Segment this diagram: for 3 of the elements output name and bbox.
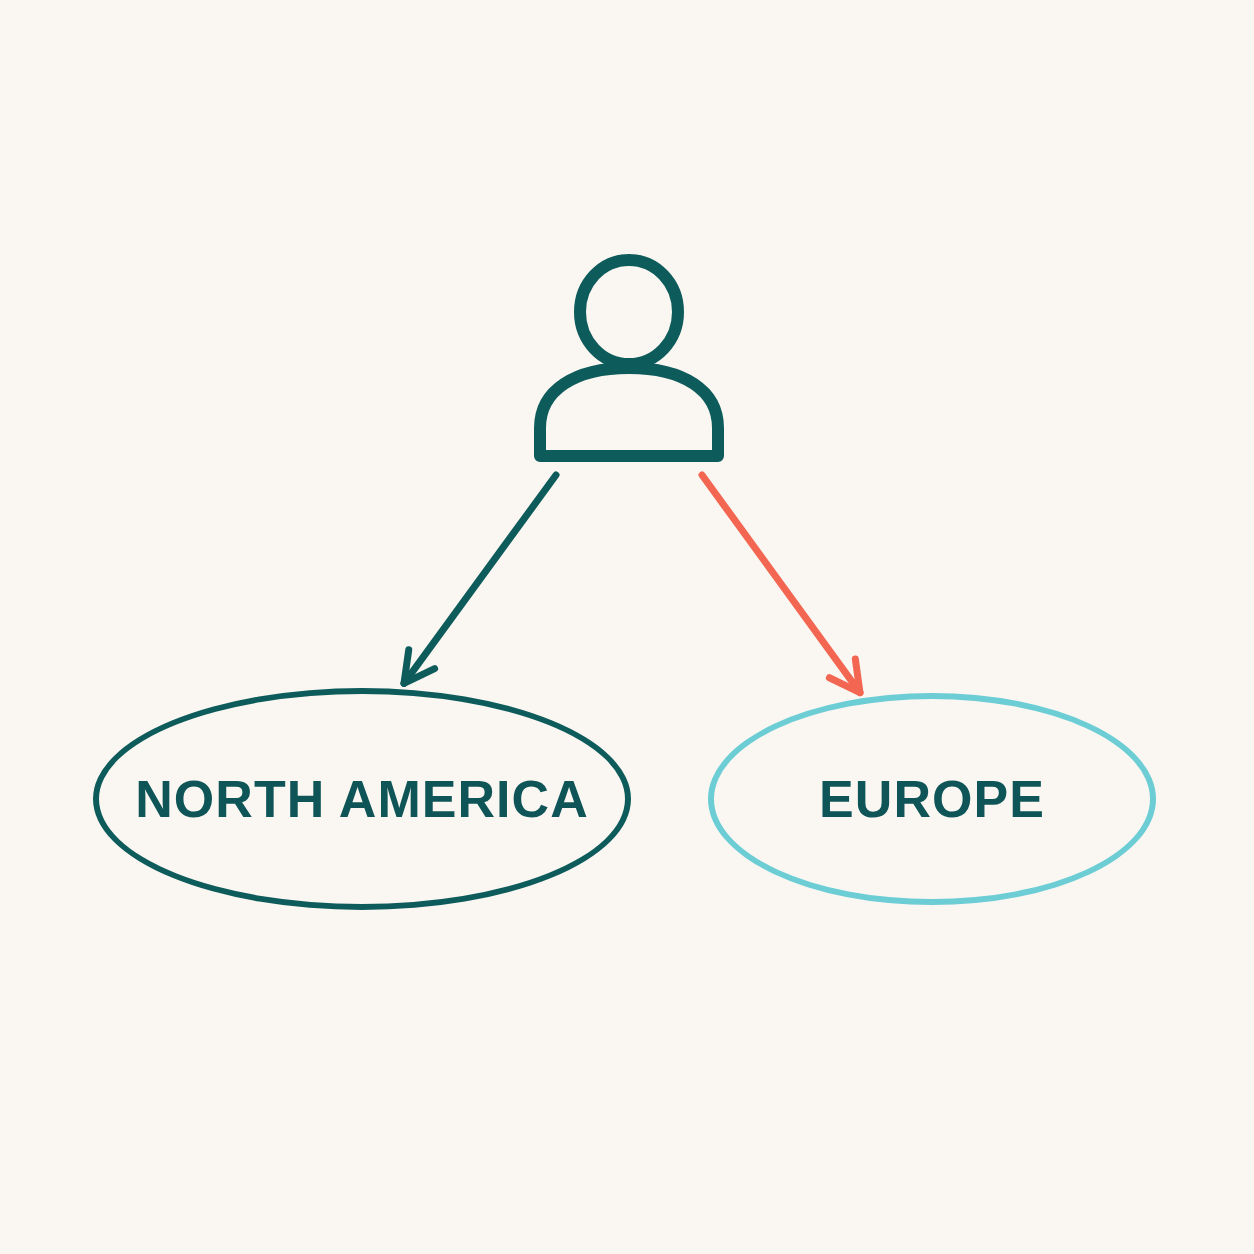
region-label: EUROPE (819, 773, 1045, 825)
arrow (400, 471, 560, 687)
region-label: NORTH AMERICA (135, 773, 589, 825)
